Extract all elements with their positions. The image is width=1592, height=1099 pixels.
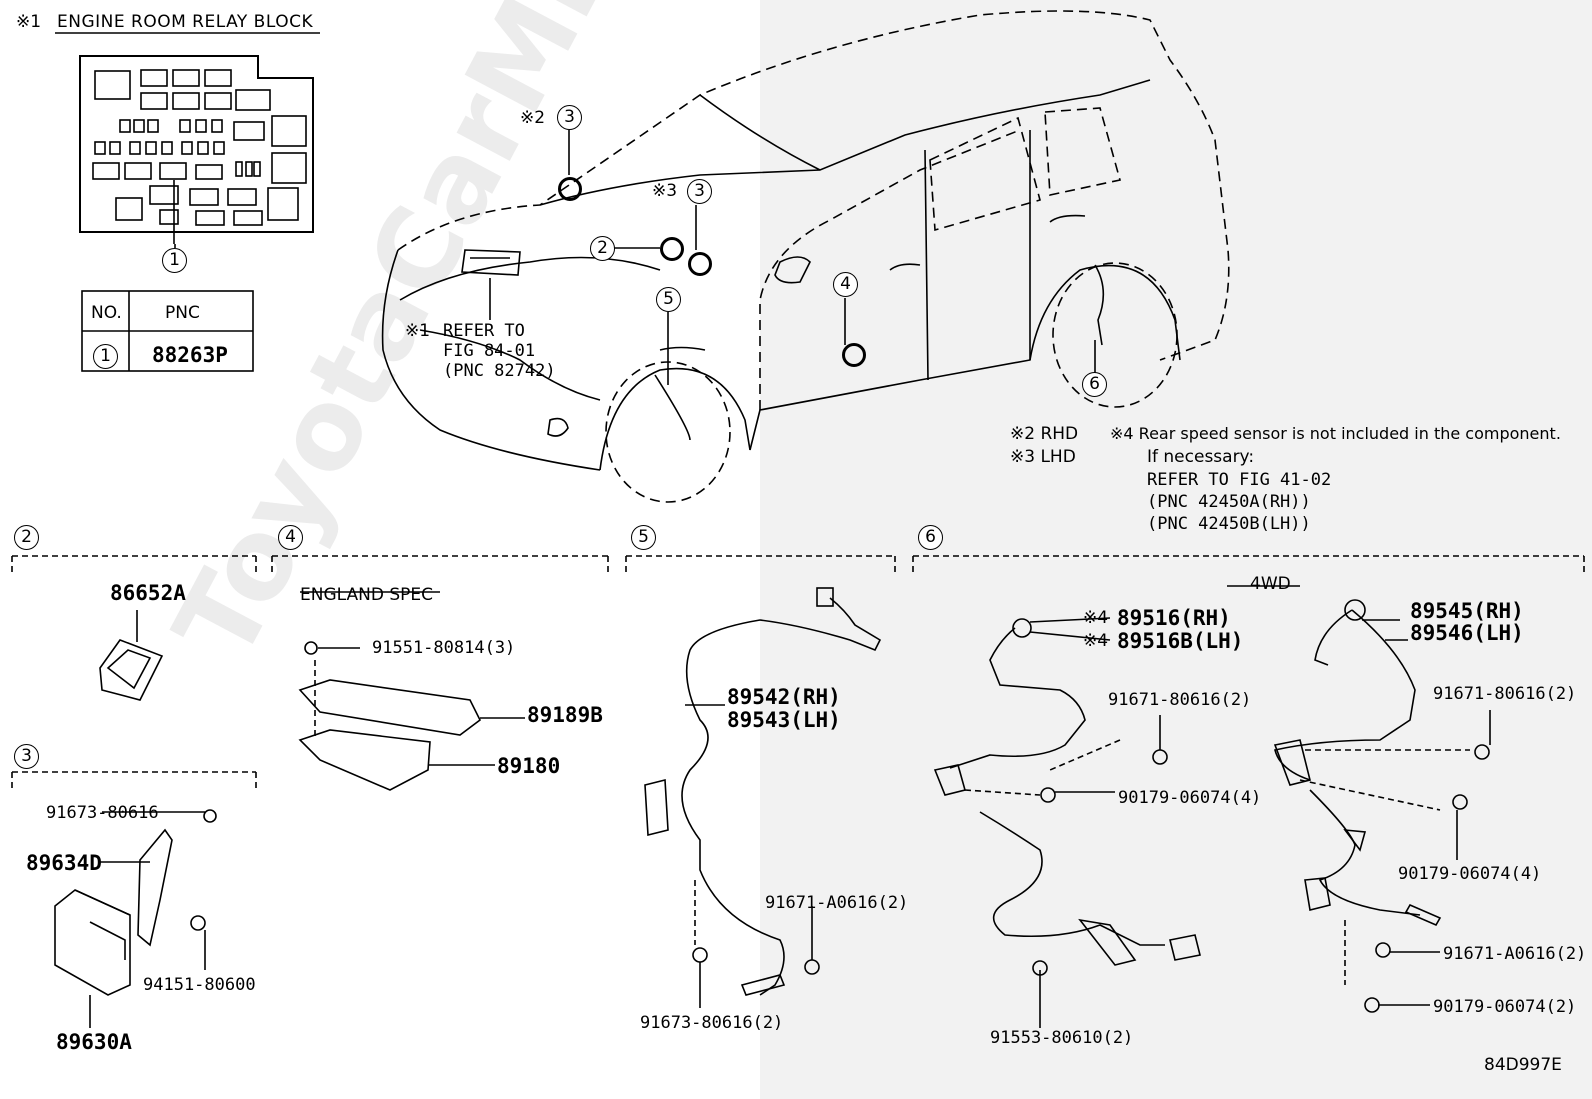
part-91671-a0616: 91671-A0616(2) xyxy=(765,893,909,913)
callout-3-rhd: 3 xyxy=(557,105,582,130)
part-91673-80616-2: 91673-80616(2) xyxy=(640,1013,784,1033)
part-91553-80610: 91553-80610(2) xyxy=(990,1028,1134,1048)
shaded-background xyxy=(760,0,1592,1099)
cover-drawing xyxy=(298,641,525,791)
4wd-label: 4WD xyxy=(1250,574,1291,594)
note-star4-rh: ※4 xyxy=(1083,608,1109,628)
table-header-no: NO. xyxy=(91,303,122,323)
note-pnc-lh: (PNC 42450B(LH)) xyxy=(1147,514,1311,534)
part-90179-06074-2: 90179-06074(2) xyxy=(1433,997,1577,1017)
diagram-code: 84D997E xyxy=(1484,1055,1562,1075)
part-89516-rh: 89516(RH) xyxy=(1117,606,1231,630)
part-90179-06074-4-right: 90179-06074(4) xyxy=(1398,864,1542,884)
section-4-number: 4 xyxy=(278,525,303,550)
rear-sensor-right-drawing xyxy=(1273,599,1491,1013)
refer-fig: FIG 84-01 xyxy=(443,341,536,361)
note-star4-lh: ※4 xyxy=(1083,631,1109,651)
part-86652a: 86652A xyxy=(110,581,186,605)
callout-5: 5 xyxy=(656,287,681,312)
part-89542-rh: 89542(RH) xyxy=(727,685,841,709)
location-marker xyxy=(688,252,712,276)
refer-label: REFER TO xyxy=(443,321,525,341)
note-lhd: ※3 LHD xyxy=(1010,447,1076,467)
part-89546-lh: 89546(LH) xyxy=(1410,621,1524,645)
ecu-bracket-drawing xyxy=(54,809,217,1028)
rear-sensor-left-drawing xyxy=(933,617,1201,1028)
section-3-number: 3 xyxy=(14,744,39,769)
location-marker xyxy=(842,343,866,367)
refer-star1: ※1 xyxy=(405,321,431,341)
part-91551-80814: 91551-80814(3) xyxy=(372,638,516,658)
part-89189b: 89189B xyxy=(527,703,603,727)
relay-block-title: ENGINE ROOM RELAY BLOCK xyxy=(57,12,314,32)
part-89634d: 89634D xyxy=(26,851,102,875)
part-91671-a0616-right: 91671-A0616(2) xyxy=(1443,944,1587,964)
note-rhd: ※2 RHD xyxy=(1010,424,1079,444)
callout-1-relay: 1 xyxy=(162,248,187,273)
note-pnc-rh: (PNC 42450A(RH)) xyxy=(1147,492,1311,512)
front-speed-sensor-drawing xyxy=(644,587,882,1008)
part-91671-80616-right: 91671-80616(2) xyxy=(1433,684,1577,704)
part-90179-06074-4-left: 90179-06074(4) xyxy=(1118,788,1262,808)
location-marker xyxy=(660,237,684,261)
part-94151-80600: 94151-80600 xyxy=(143,975,256,995)
part-89545-rh: 89545(RH) xyxy=(1410,599,1524,623)
section-2-number: 2 xyxy=(14,525,39,550)
pnc-table-grid xyxy=(81,290,254,372)
relay-block-drawing xyxy=(79,55,314,244)
refer-pnc: (PNC 82742) xyxy=(443,361,556,381)
part-89180: 89180 xyxy=(497,754,561,778)
table-header-pnc: PNC xyxy=(165,303,200,323)
note-rear-sensor: ※4 Rear speed sensor is not included in … xyxy=(1110,424,1561,443)
callout-2: 2 xyxy=(590,236,615,261)
table-row-pnc: 88263P xyxy=(152,343,228,367)
note-refer: REFER TO FIG 41-02 xyxy=(1147,470,1332,490)
callout-6: 6 xyxy=(1082,372,1107,397)
note-if-necessary: If necessary: xyxy=(1147,447,1255,467)
vehicle-outline xyxy=(174,10,1230,503)
section-5-number: 5 xyxy=(631,525,656,550)
table-row-no: 1 xyxy=(93,344,118,369)
section-rules xyxy=(11,555,1585,788)
section-6-number: 6 xyxy=(918,525,943,550)
note-ref-1: ※1 xyxy=(16,12,42,32)
part-91671-80616-left: 91671-80616(2) xyxy=(1108,690,1252,710)
callout-3-lhd: 3 xyxy=(687,179,712,204)
part-89516b-lh: 89516B(LH) xyxy=(1117,629,1244,653)
note-star3: ※3 xyxy=(652,181,678,201)
part-91673-80616: 91673-80616 xyxy=(46,803,159,823)
part-89543-lh: 89543(LH) xyxy=(727,708,841,732)
location-marker xyxy=(558,177,582,201)
module-86652a-drawing xyxy=(99,610,164,701)
callout-4: 4 xyxy=(833,272,858,297)
england-spec-label: ENGLAND SPEC xyxy=(300,585,433,605)
note-star2: ※2 xyxy=(520,108,546,128)
part-89630a: 89630A xyxy=(56,1030,132,1054)
